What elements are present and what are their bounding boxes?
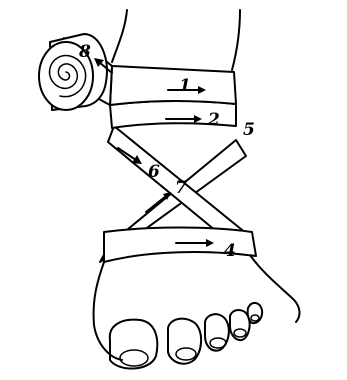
bandage-roll	[39, 34, 112, 110]
label-turn-5: 5	[243, 120, 255, 140]
label-turn-2: 2	[207, 110, 220, 130]
toes	[110, 303, 262, 369]
leg-outline-left	[112, 10, 127, 62]
label-turn-4: 4	[224, 241, 236, 261]
second-toe	[168, 319, 201, 364]
foot-outline	[94, 255, 300, 360]
third-toe-nail	[210, 338, 226, 348]
label-turn-7: 7	[175, 178, 187, 198]
band-turn-1	[110, 66, 236, 105]
label-turn-6: 6	[148, 162, 160, 182]
big-toe-nail	[120, 350, 148, 366]
big-toe	[110, 320, 158, 369]
fourth-toe-nail	[234, 329, 246, 337]
label-turn-1: 1	[179, 76, 191, 96]
label-turn-8: 8	[78, 42, 91, 62]
leg-outline-right	[232, 10, 240, 70]
fifth-toe	[248, 303, 262, 323]
second-toe-nail	[176, 348, 196, 360]
fifth-toe-nail	[251, 315, 259, 321]
